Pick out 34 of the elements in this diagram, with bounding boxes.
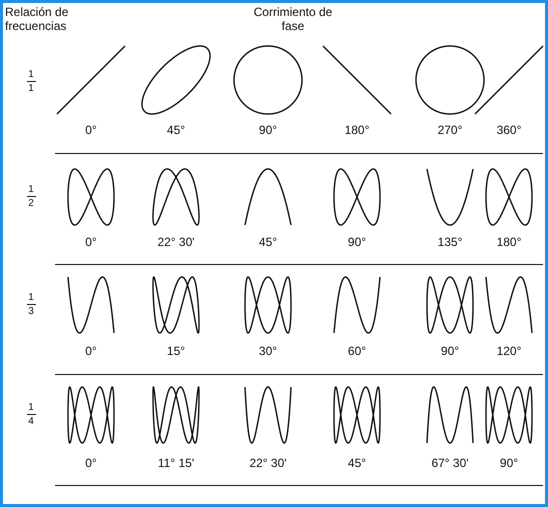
phase-label: 60° [346, 344, 368, 358]
phase-label: 45° [346, 456, 368, 470]
phase-label: 67° 30' [430, 456, 470, 470]
column-axis-heading: Corrimiento de fase [253, 5, 333, 33]
phase-label: 11° 15' [156, 456, 196, 470]
ratio-numerator: 1 [28, 292, 34, 303]
ratio-numerator: 1 [28, 184, 34, 195]
phase-label: 0° [84, 123, 98, 137]
phase-label: 90° [346, 235, 368, 249]
phase-label: 0° [84, 456, 98, 470]
phase-label: 0° [84, 344, 98, 358]
phase-label: 180° [344, 123, 370, 137]
phase-label: 30° [258, 344, 278, 358]
phase-label: 120° [496, 344, 522, 358]
phase-label: 0° [84, 235, 98, 249]
ratio-denominator: 3 [28, 306, 34, 317]
phase-label: 15° [166, 344, 186, 358]
phase-label: 270° [436, 123, 464, 137]
ratio-denominator: 4 [28, 416, 34, 427]
phase-label: 22° 30' [248, 456, 288, 470]
phase-label: 22° 30' [156, 235, 196, 249]
phase-label: 45° [166, 123, 186, 137]
ratio-numerator: 1 [28, 402, 34, 413]
phase-label: 90° [440, 344, 460, 358]
phase-label: 135° [436, 235, 464, 249]
row-axis-heading: Relación de frecuencias [5, 5, 70, 33]
phase-label: 90° [498, 456, 520, 470]
phase-label: 45° [258, 235, 278, 249]
phase-label: 90° [258, 123, 278, 137]
ratio-denominator: 1 [28, 83, 34, 94]
ratio-numerator: 1 [28, 69, 34, 80]
phase-label: 180° [496, 235, 522, 249]
ratio-denominator: 2 [28, 198, 34, 209]
phase-label: 360° [496, 123, 522, 137]
